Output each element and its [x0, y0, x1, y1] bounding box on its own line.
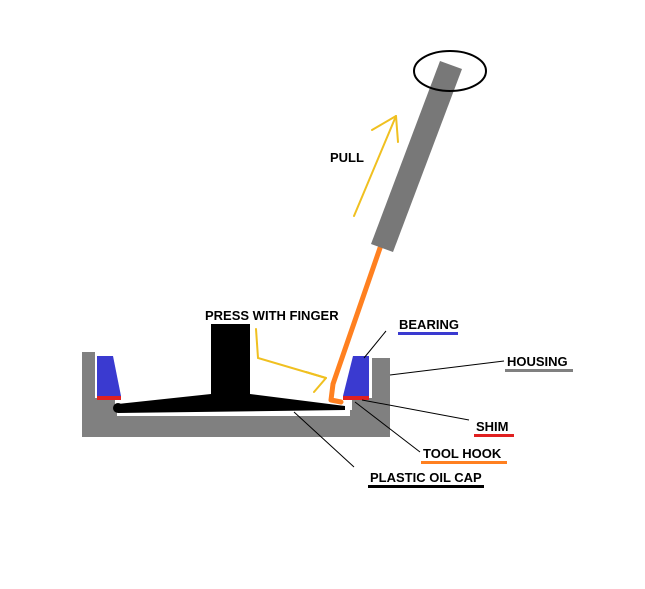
shim-right: [343, 396, 369, 400]
tool-hook: [328, 245, 383, 405]
pull-label: PULL: [330, 150, 364, 165]
pull-arrow: [353, 115, 399, 217]
oil-cap-disc: [118, 394, 345, 413]
oil-cap-stem: [211, 324, 250, 397]
plastic-oil-cap: [113, 324, 345, 413]
bearing-label: BEARING: [399, 317, 459, 332]
tool-hook-underline: [421, 461, 507, 464]
housing-label: HOUSING: [507, 354, 568, 369]
press-with-finger-label: PRESS WITH FINGER: [205, 308, 339, 323]
tool-handle: [371, 61, 462, 252]
shim-leader: [361, 399, 470, 421]
leader-lines: [293, 330, 505, 468]
oil-cap-edge: [113, 403, 123, 413]
shim-label: SHIM: [476, 419, 509, 434]
tool-hook-leader: [354, 401, 421, 453]
press-arrow: [255, 328, 327, 393]
bearing-leader: [363, 330, 387, 359]
housing-leader: [389, 360, 505, 376]
bearing-right: [343, 356, 369, 396]
plastic-oil-cap-label: PLASTIC OIL CAP: [370, 470, 482, 485]
housing-left-ledge: [95, 398, 115, 410]
shim-left: [97, 396, 121, 400]
housing: [82, 352, 390, 437]
bearing-underline: [398, 332, 458, 335]
plastic-oil-cap-underline: [368, 485, 484, 488]
grip-circle: [413, 50, 487, 92]
oil-cap-leader: [293, 411, 355, 468]
housing-inner-gap: [117, 410, 350, 416]
tool-hook-label: TOOL HOOK: [423, 446, 502, 461]
shim-underline: [474, 434, 514, 437]
housing-underline: [505, 369, 573, 372]
bearing-left: [97, 356, 121, 396]
